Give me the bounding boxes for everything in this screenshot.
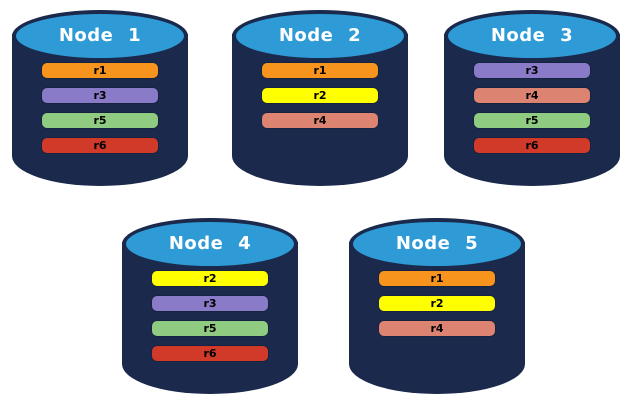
replica-bar: r6 [474, 138, 590, 153]
replica-bar: r5 [474, 113, 590, 128]
node-cylinder: Node 3 r3 r4 r5 r6 [444, 8, 620, 186]
node-title: Node 1 [58, 24, 142, 46]
cylinder-top-ellipse: Node 3 [444, 10, 620, 62]
replica-bar: r2 [152, 271, 268, 286]
replica-bar-list: r1 r2 r4 [379, 271, 495, 336]
cylinder-top-ellipse: Node 5 [349, 218, 525, 270]
replica-bar: r1 [262, 63, 378, 78]
node-title: Node 3 [490, 24, 574, 46]
replica-bar: r1 [42, 63, 158, 78]
replica-bar: r6 [152, 346, 268, 361]
cylinder-top-ellipse: Node 2 [232, 10, 408, 62]
replica-bar: r2 [262, 88, 378, 103]
replica-bar: r6 [42, 138, 158, 153]
replica-bar: r1 [379, 271, 495, 286]
replica-bar-list: r1 r2 r4 [262, 63, 378, 128]
replica-bar: r4 [262, 113, 378, 128]
replica-bar: r3 [42, 88, 158, 103]
replica-bar-list: r1 r3 r5 r6 [42, 63, 158, 153]
replica-bar-list: r3 r4 r5 r6 [474, 63, 590, 153]
node-title: Node 2 [278, 24, 362, 46]
replica-bar: r3 [152, 296, 268, 311]
cylinder-top-ellipse: Node 1 [12, 10, 188, 62]
replica-bar: r4 [474, 88, 590, 103]
replica-bar: r4 [379, 321, 495, 336]
node-cylinder: Node 4 r2 r3 r5 r6 [122, 216, 298, 394]
replica-bar: r2 [379, 296, 495, 311]
node-cylinder: Node 1 r1 r3 r5 r6 [12, 8, 188, 186]
node-title: Node 4 [168, 232, 252, 254]
replica-bar: r5 [152, 321, 268, 336]
replica-bar: r3 [474, 63, 590, 78]
replica-bar: r5 [42, 113, 158, 128]
node-cylinder: Node 2 r1 r2 r4 [232, 8, 408, 186]
node-cylinder: Node 5 r1 r2 r4 [349, 216, 525, 394]
replica-bar-list: r2 r3 r5 r6 [152, 271, 268, 361]
node-title: Node 5 [395, 232, 479, 254]
cylinder-top-ellipse: Node 4 [122, 218, 298, 270]
